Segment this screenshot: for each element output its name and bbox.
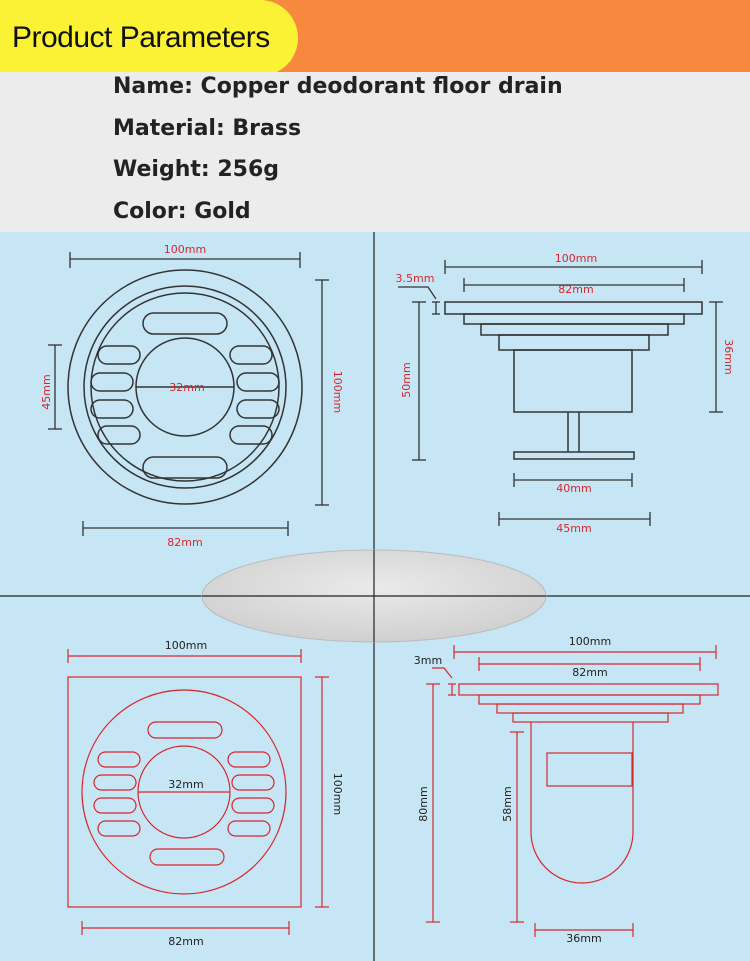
param-color: Color: Gold [113,199,251,224]
square-side-second-label: 82mm [572,666,607,679]
param-weight: Weight: 256g [113,157,279,182]
round-side-top-label: 100mm [555,252,597,265]
square-side-top-label: 100mm [569,635,611,648]
round-top-dimensions [48,252,329,536]
round-top-width-label: 100mm [164,243,206,256]
round-side-lip-label: 3.5mm [396,272,435,285]
param-material: Material: Brass [113,116,302,141]
square-side-lip-label: 3mm [414,654,442,667]
parameters-panel: Name: Copper deodorant floor drain Mater… [0,72,750,232]
square-top-center-label: 32mm [168,778,203,791]
param-name: Name: Copper deodorant floor drain [113,74,563,99]
dimension-diagrams: 100mm 100mm 45mm 82mm 32mm [0,232,750,961]
round-side-bottom-label: 45mm [556,522,591,535]
square-side-view [426,645,719,937]
page-title: Product Parameters [12,21,270,54]
square-side-left-label: 80mm [417,786,430,821]
square-top-bottom-label: 82mm [168,935,203,948]
round-side-base-label: 40mm [556,482,591,495]
round-side-left-label: 50mm [400,362,413,397]
round-top-height-label: 100mm [331,371,344,413]
square-side-bottom-label: 36mm [566,932,601,945]
round-side-view [444,301,703,460]
square-side-mid-label: 58mm [501,786,514,821]
round-top-view [67,269,303,505]
square-top-height-label: 100mm [331,773,344,815]
round-top-center-label: 32mm [169,381,204,394]
round-side-right-label: 36mm [722,339,735,374]
round-top-inner-label: 82mm [167,536,202,549]
round-side-dimensions [398,260,723,526]
square-top-view [67,649,329,935]
square-top-width-label: 100mm [165,639,207,652]
diagram-canvas: 100mm 100mm 45mm 82mm 32mm [0,232,750,961]
round-side-second-label: 82mm [558,283,593,296]
title-badge: Product Parameters [0,0,298,76]
round-top-side-label: 45mm [40,374,53,409]
